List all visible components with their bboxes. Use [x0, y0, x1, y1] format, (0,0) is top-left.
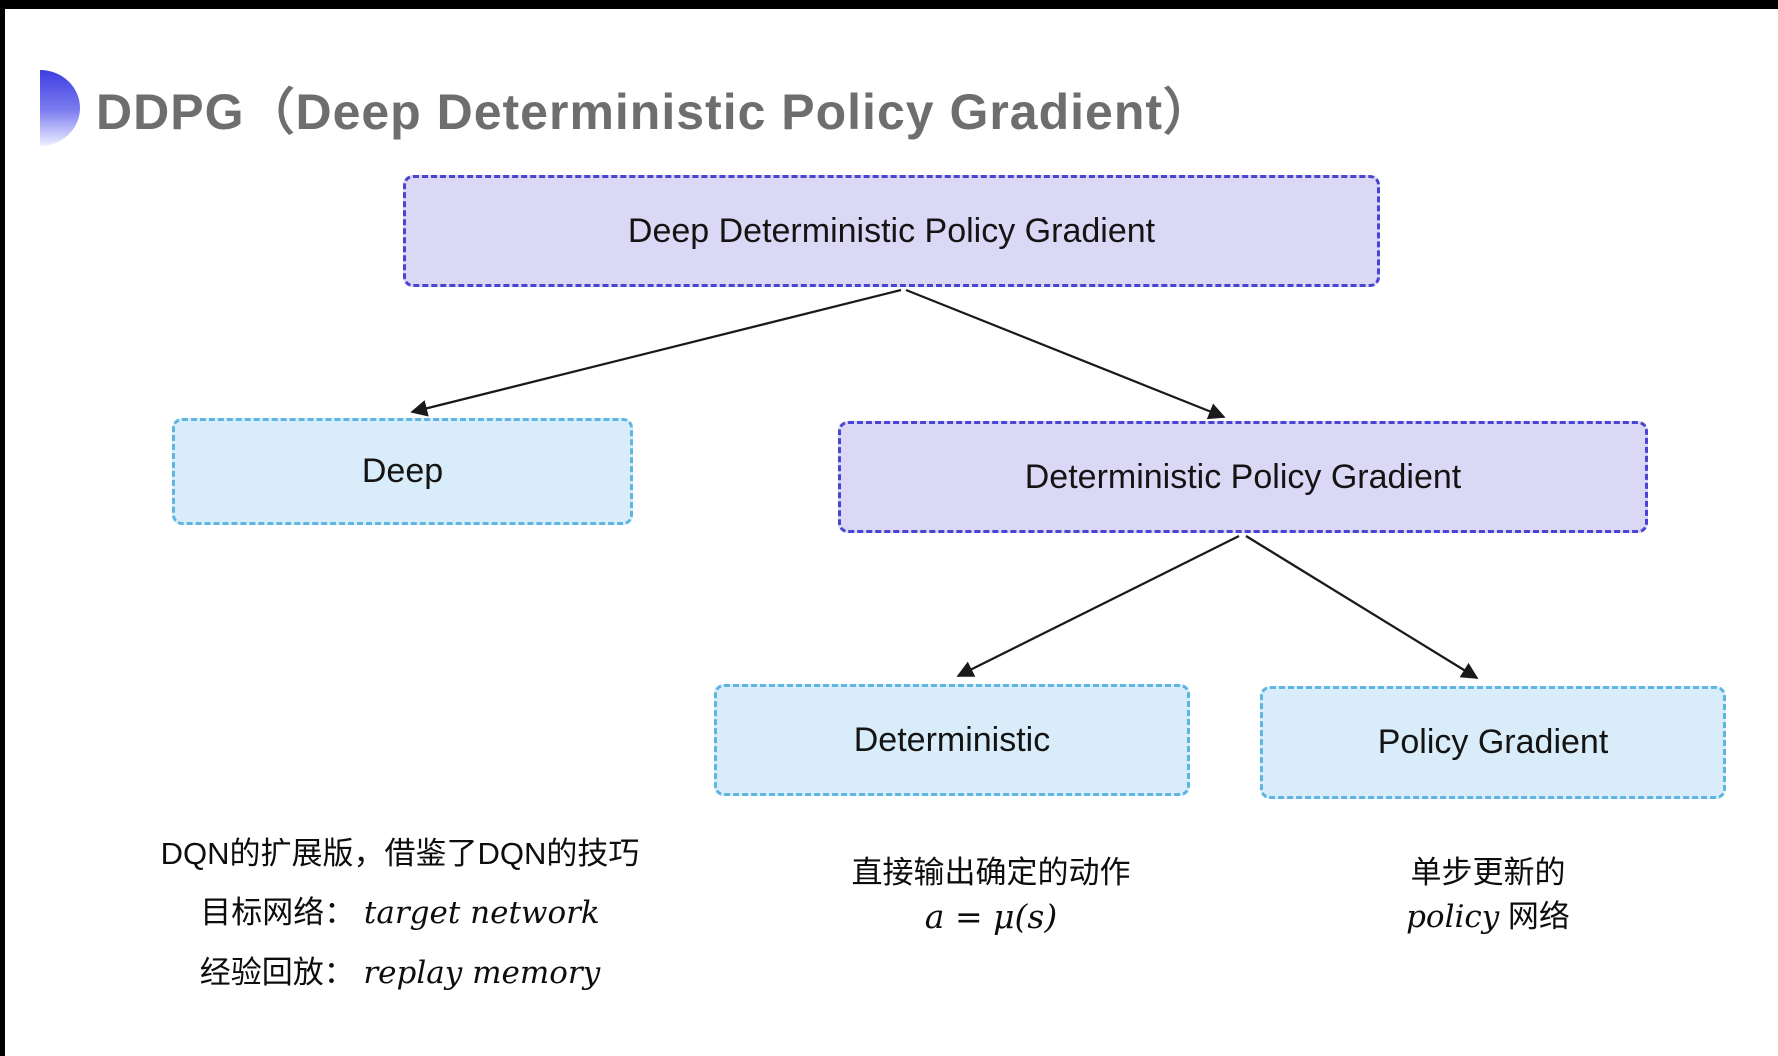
note-policy-gradient-line1: 单步更新的 [1410, 855, 1566, 890]
node-policy-gradient: Policy Gradient [1260, 686, 1726, 799]
page-title: DDPG（Deep Deterministic Policy Gradient） [96, 84, 1215, 140]
note-deterministic-line1: 直接输出确定的动作 [851, 855, 1131, 890]
note-deep: DQN的扩展版，借鉴了DQN的技巧 目标网络： target network 经… [100, 824, 700, 1003]
replay-memory-term: replay memory [363, 955, 601, 991]
node-policy-gradient-label: Policy Gradient [1377, 723, 1609, 761]
note-deep-line1: DQN的扩展版，借鉴了DQN的技巧 [160, 836, 640, 871]
replay-memory-label: 经验回放： [199, 955, 355, 990]
node-root-ddpg: Deep Deterministic Policy Gradient [403, 175, 1380, 287]
title-bullet-icon [40, 70, 80, 146]
node-deterministic: Deterministic [714, 684, 1190, 796]
node-root-label: Deep Deterministic Policy Gradient [627, 211, 1156, 250]
left-edge-bar [0, 0, 5, 1056]
note-policy-gradient: 单步更新的 policy 网络 [1288, 851, 1688, 939]
node-deep: Deep [172, 418, 633, 525]
node-dpg-label: Deterministic Policy Gradient [1024, 457, 1462, 496]
arrow-root-to-dpg [905, 288, 1226, 420]
node-deterministic-label: Deterministic [853, 720, 1051, 759]
target-network-term: target network [363, 895, 600, 931]
title-row: DDPG（Deep Deterministic Policy Gradient） [40, 70, 1214, 146]
arrow-dpg-to-deterministic [956, 534, 1240, 678]
note-deep-line2: 目标网络： target network [100, 883, 700, 943]
node-deterministic-policy-gradient: Deterministic Policy Gradient [838, 421, 1648, 533]
arrow-dpg-to-policy-gradient [1245, 535, 1479, 679]
note-policy-gradient-line2: policy 网络 [1288, 895, 1688, 939]
target-network-label: 目标网络： [200, 895, 356, 930]
arrow-root-to-deep [410, 288, 902, 417]
deterministic-formula: a = μ(s) [924, 897, 1058, 936]
policy-suffix: 网络 [1499, 899, 1570, 934]
note-deep-line3: 经验回放： replay memory [100, 943, 700, 1003]
node-deep-label: Deep [361, 452, 444, 490]
top-edge-bar [0, 0, 1778, 9]
policy-term: policy [1406, 899, 1500, 935]
note-deterministic: 直接输出确定的动作 a = μ(s) [791, 851, 1191, 939]
